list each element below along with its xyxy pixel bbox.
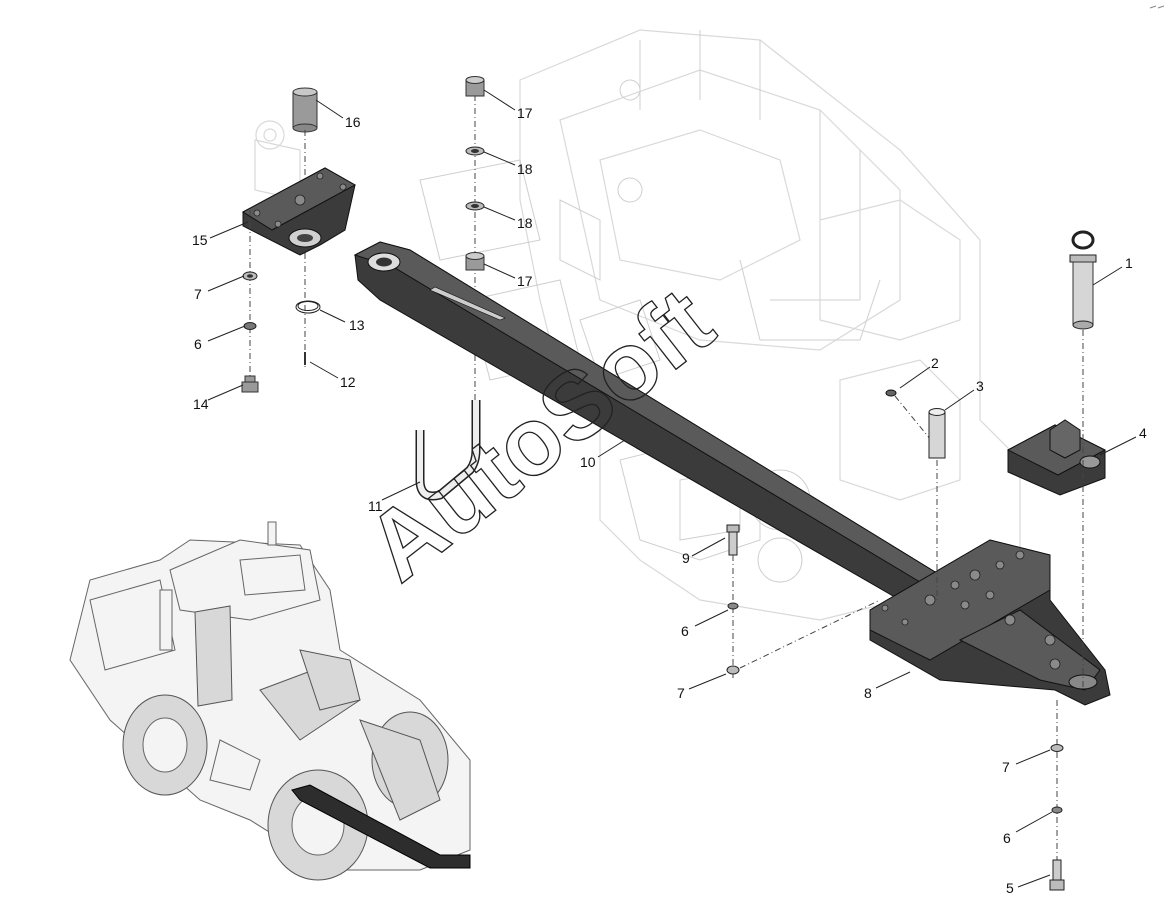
callout-9: 9 bbox=[682, 550, 690, 566]
callout-2: 2 bbox=[931, 355, 939, 371]
callout-15: 15 bbox=[192, 232, 208, 248]
bolt-5 bbox=[1049, 859, 1065, 891]
callout-6-left: 6 bbox=[194, 336, 202, 352]
callout-4: 4 bbox=[1139, 425, 1147, 441]
leader-lines bbox=[207, 89, 1137, 888]
callout-1: 1 bbox=[1125, 255, 1133, 271]
ring-13 bbox=[295, 300, 321, 314]
callout-12: 12 bbox=[340, 374, 356, 390]
callout-10: 10 bbox=[580, 454, 596, 470]
washer-7-middle bbox=[726, 665, 740, 675]
callout-6-right: 6 bbox=[1003, 830, 1011, 846]
pin-3 bbox=[928, 408, 946, 459]
ring-13-inner bbox=[297, 301, 319, 311]
callout-11: 11 bbox=[368, 498, 383, 514]
callout-8: 8 bbox=[864, 685, 872, 701]
callout-17-bottom: 17 bbox=[517, 273, 533, 289]
callout-7-middle: 7 bbox=[677, 685, 685, 701]
washer-7-right bbox=[1050, 744, 1064, 752]
callout-18-bottom: 18 bbox=[517, 215, 533, 231]
clevis-4 bbox=[1006, 419, 1107, 496]
washer-6-middle bbox=[727, 602, 739, 610]
washer-6-left bbox=[243, 322, 257, 330]
callout-3: 3 bbox=[976, 378, 984, 394]
washer-6-right bbox=[1051, 806, 1063, 814]
axis-line-clip-2 bbox=[894, 395, 936, 446]
callout-6-middle: 6 bbox=[681, 623, 689, 639]
nut-17-top bbox=[465, 76, 485, 97]
clip-2 bbox=[885, 389, 897, 397]
bolt-9 bbox=[726, 524, 740, 556]
callout-labels: 1 2 3 4 5 6 6 6 7 7 7 8 9 10 11 12 13 14… bbox=[192, 105, 1147, 896]
hitch-plate-8 bbox=[869, 539, 1111, 706]
bolt-14 bbox=[241, 375, 259, 393]
bracket-15 bbox=[242, 167, 357, 256]
callout-17-top: 17 bbox=[517, 105, 533, 121]
callout-7-left: 7 bbox=[194, 286, 202, 302]
callout-7-right: 7 bbox=[1002, 759, 1010, 775]
tractor-inset-illustration bbox=[69, 521, 471, 881]
u-bolt-11 bbox=[415, 400, 481, 501]
callout-18-top: 18 bbox=[517, 161, 533, 177]
callout-5: 5 bbox=[1006, 880, 1014, 896]
callout-16: 16 bbox=[345, 114, 361, 130]
pin-1 bbox=[1069, 230, 1097, 330]
corner-mark-icon bbox=[1149, 5, 1165, 9]
pin-16 bbox=[292, 87, 318, 133]
callout-13: 13 bbox=[349, 317, 365, 333]
drawbar-10 bbox=[353, 241, 941, 601]
washer-7-left bbox=[242, 271, 258, 281]
callout-14: 14 bbox=[193, 396, 209, 412]
nut-17-bottom bbox=[465, 252, 485, 271]
